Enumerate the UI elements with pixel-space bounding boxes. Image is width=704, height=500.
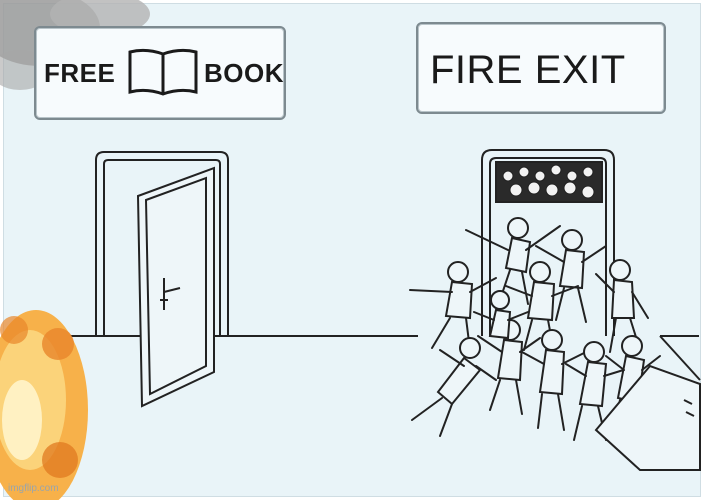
door-icon bbox=[95, 151, 229, 408]
fire-exit-sign: FIRE EXIT bbox=[416, 22, 666, 114]
watermark: imgflip.com bbox=[8, 483, 59, 494]
fire-icon bbox=[0, 310, 88, 500]
sign-fire-exit-text: FIRE EXIT bbox=[430, 48, 626, 92]
crowd-stick-figures bbox=[409, 217, 661, 441]
sign-book-text: BOOK bbox=[204, 58, 284, 88]
sign-free-text: FREE bbox=[44, 58, 116, 88]
book-icon bbox=[128, 48, 198, 96]
free-book-sign: FREE BOOK bbox=[34, 26, 286, 120]
